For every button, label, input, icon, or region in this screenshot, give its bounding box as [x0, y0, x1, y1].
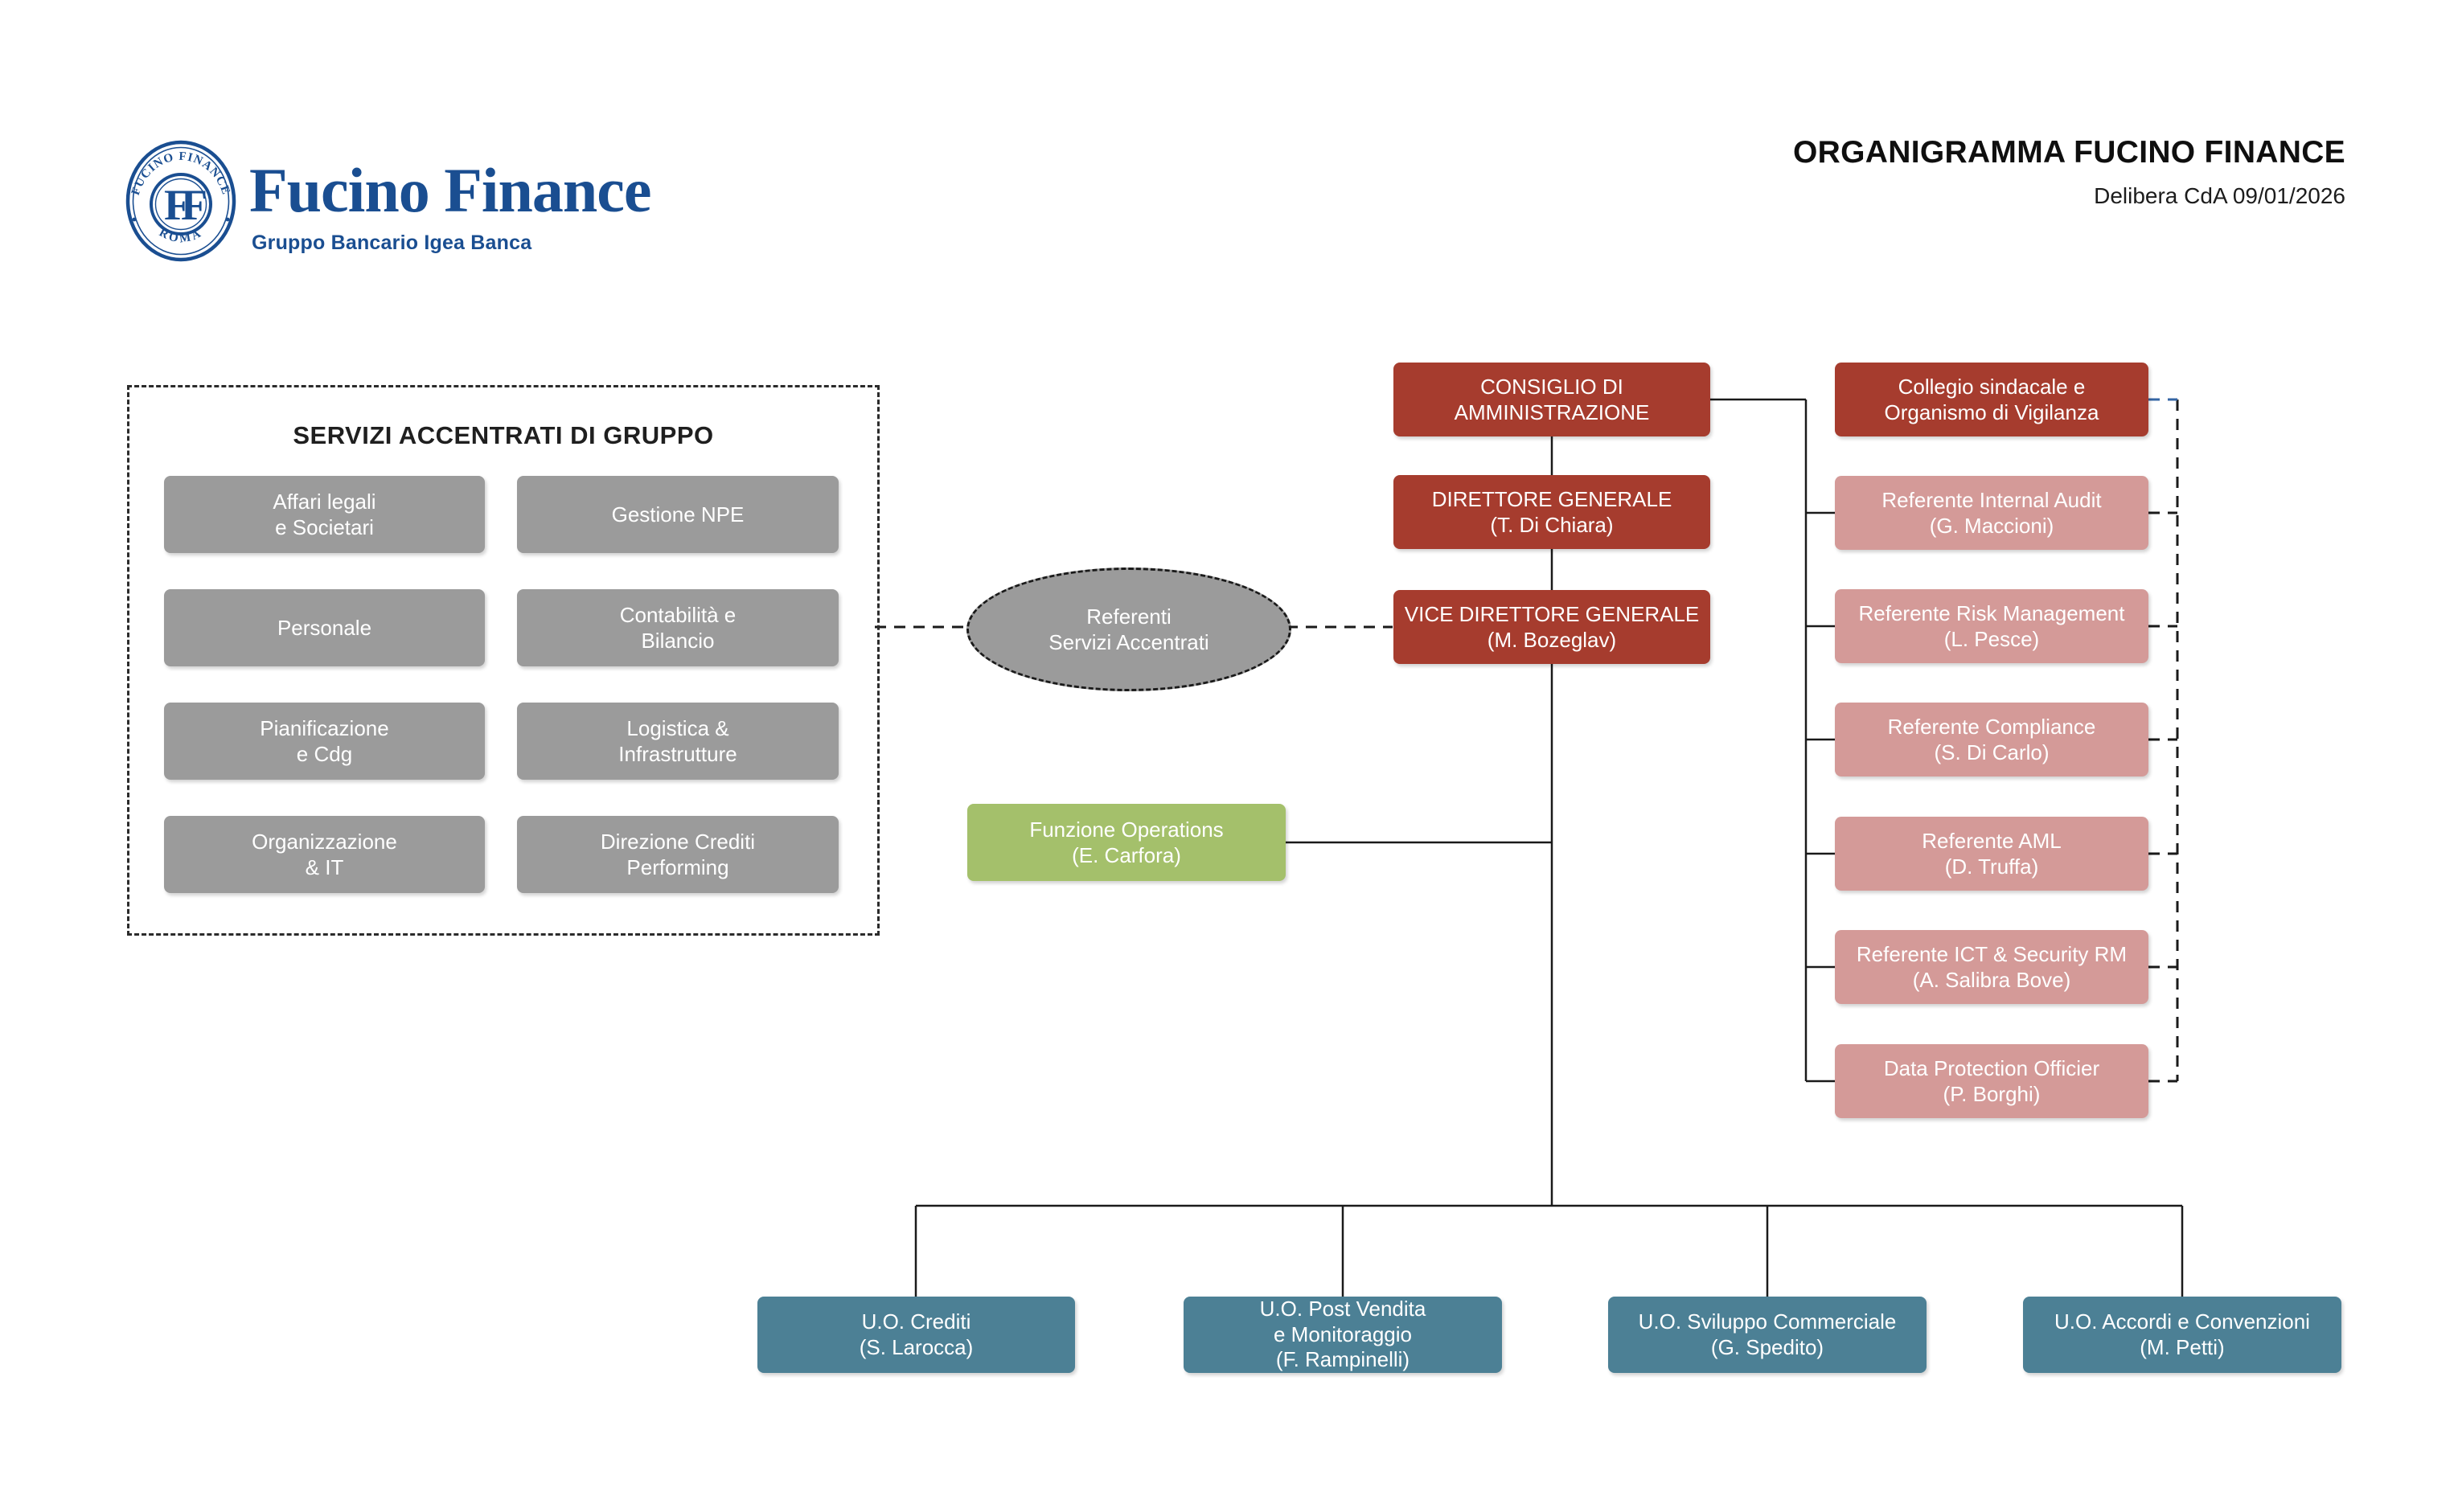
page-header: ORGANIGRAMMA FUCINO FINANCE Delibera CdA…: [1793, 135, 2345, 209]
node-uo-accordi-convenzioni: U.O. Accordi e Convenzioni (M. Petti): [2023, 1297, 2341, 1373]
node-contabilita-bilancio: Contabilità e Bilancio: [517, 589, 839, 666]
page-subtitle: Delibera CdA 09/01/2026: [2094, 183, 2345, 208]
node-gestione-npe: Gestione NPE: [517, 476, 839, 553]
node-personale: Personale: [164, 589, 485, 666]
logo-wordmark: Fucino Finance: [249, 155, 652, 225]
node-organizzazione-it: Organizzazione & IT: [164, 816, 485, 893]
node-vice-direttore-generale: VICE DIRETTORE GENERALE (M. Bozeglav): [1393, 590, 1710, 664]
node-logistica-infrastrutture: Logistica & Infrastrutture: [517, 703, 839, 780]
node-referente-ict-security: Referente ICT & Security RM (A. Salibra …: [1835, 930, 2148, 1004]
node-uo-crediti: U.O. Crediti (S. Larocca): [757, 1297, 1075, 1373]
node-direzione-crediti-performing: Direzione Crediti Performing: [517, 816, 839, 893]
node-funzione-operations: Funzione Operations (E. Carfora): [967, 804, 1286, 881]
node-referenti-servizi-accentrati: Referenti Servizi Accentrati: [966, 568, 1291, 691]
node-collegio-sindacale: Collegio sindacale e Organismo di Vigila…: [1835, 363, 2148, 436]
node-referente-internal-audit: Referente Internal Audit (G. Maccioni): [1835, 476, 2148, 550]
node-pianificazione-cdg: Pianificazione e Cdg: [164, 703, 485, 780]
node-direttore-generale: DIRETTORE GENERALE (T. Di Chiara): [1393, 475, 1710, 549]
dashed-connectors: [875, 398, 2179, 1083]
node-data-protection-officer: Data Protection Officier (P. Borghi): [1835, 1044, 2148, 1118]
logo-tagline: Gruppo Bancario Igea Banca: [252, 232, 532, 254]
node-uo-sviluppo-commerciale: U.O. Sviluppo Commerciale (G. Spedito): [1608, 1297, 1927, 1373]
solid-connectors: [914, 398, 2184, 1297]
servizi-group-box: SERVIZI ACCENTRATI DI GRUPPO: [127, 385, 880, 936]
page-title: ORGANIGRAMMA FUCINO FINANCE: [1793, 135, 2345, 170]
node-referente-compliance: Referente Compliance (S. Di Carlo): [1835, 703, 2148, 776]
logo-seal-icon: FUCINO FINANCE ROMA FF: [125, 140, 236, 262]
node-consiglio-amministrazione: CONSIGLIO DI AMMINISTRAZIONE: [1393, 363, 1710, 436]
servizi-group-title: SERVIZI ACCENTRATI DI GRUPPO: [293, 421, 714, 449]
node-referente-aml: Referente AML (D. Truffa): [1835, 817, 2148, 891]
node-affari-legali: Affari legali e Societari: [164, 476, 485, 553]
node-referente-risk-management: Referente Risk Management (L. Pesce): [1835, 589, 2148, 663]
node-uo-post-vendita: U.O. Post Vendita e Monitoraggio (F. Ram…: [1184, 1297, 1502, 1373]
